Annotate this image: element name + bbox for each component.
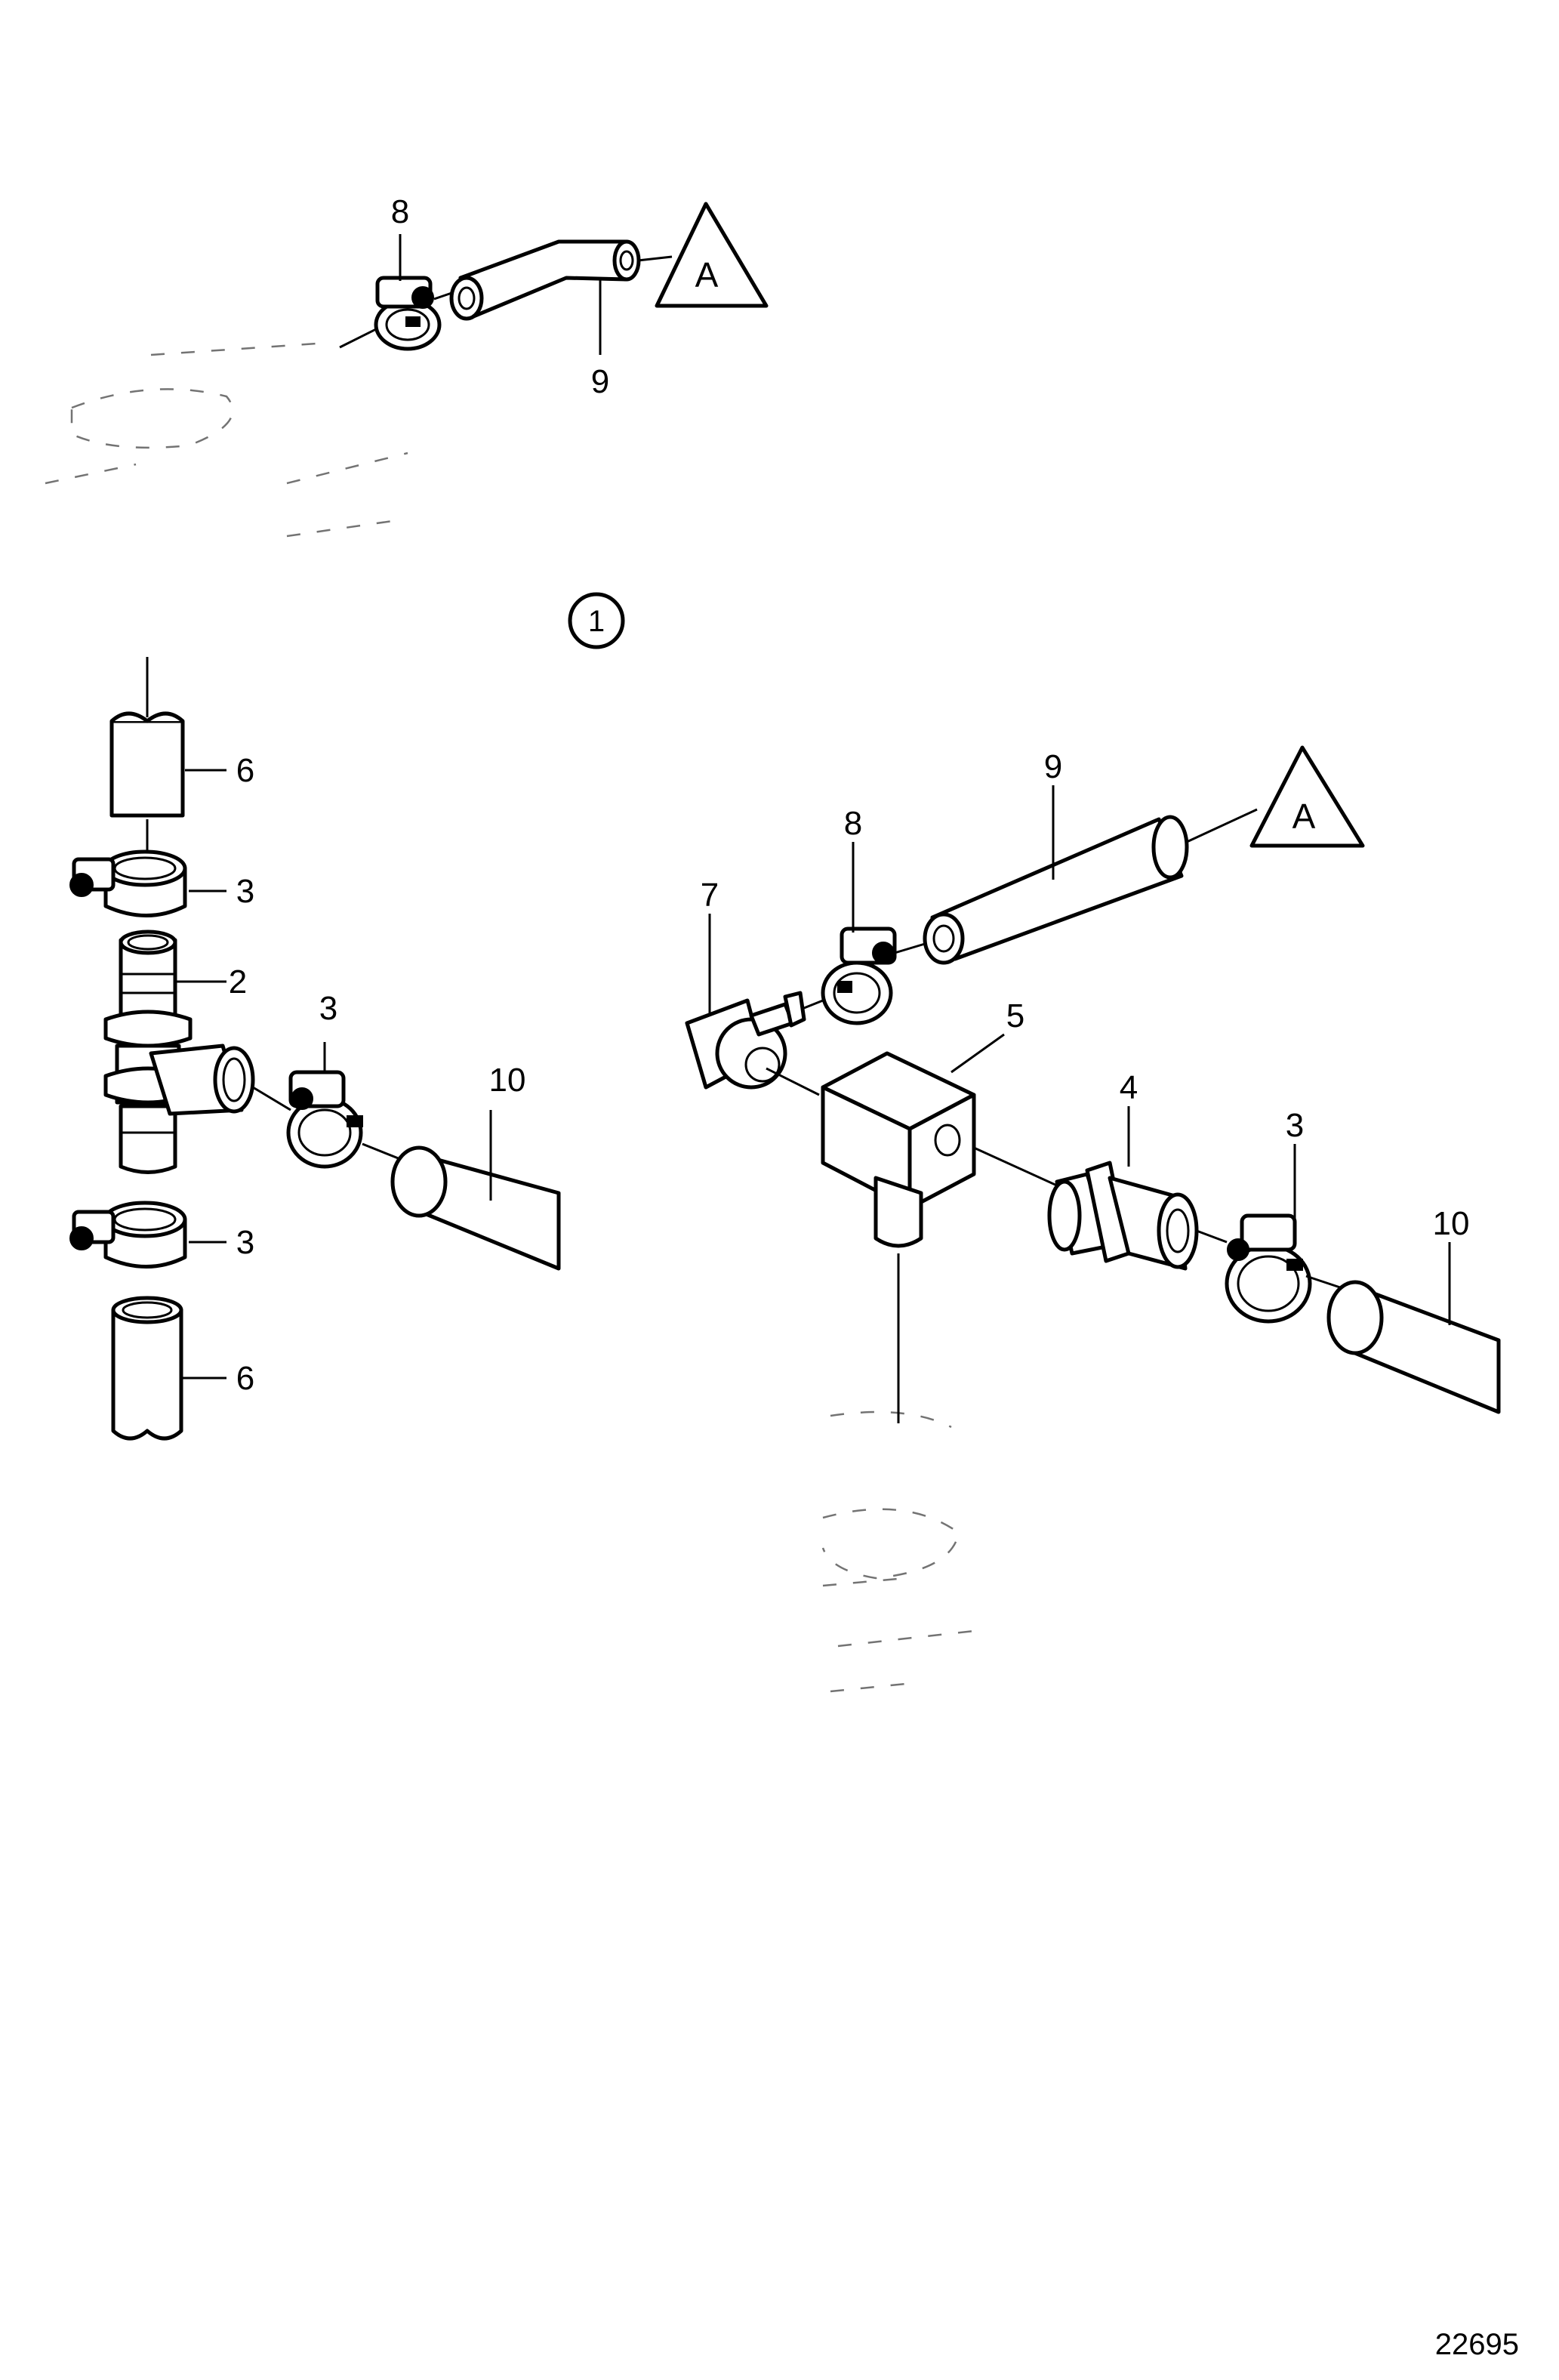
callout-5: 5: [1006, 997, 1024, 1034]
hose-clamp-right-8: [821, 926, 926, 1025]
distribution-block-5: [821, 1051, 976, 1248]
callout-10-left: 10: [489, 1062, 526, 1099]
callout-4: 4: [1120, 1069, 1138, 1106]
callout-8-right: 8: [844, 805, 862, 842]
top-assembly: A: [45, 202, 769, 538]
figure-id: 22695: [1435, 2328, 1519, 2361]
hose-clamp-left-lower: [69, 1201, 187, 1269]
callout-3-right: 3: [1286, 1107, 1304, 1144]
view-number-marker: 1: [568, 592, 625, 649]
left-assembly: [69, 657, 561, 1441]
hose-10-right: [1326, 1280, 1501, 1414]
elbow-fitting-7: [685, 991, 824, 1090]
hose-clamp-top: [339, 276, 461, 351]
triangle-label-top: A: [695, 255, 719, 294]
callout-9-top: 9: [591, 363, 609, 400]
ghost-outline-top: [45, 342, 408, 538]
callout-9-right: 9: [1044, 748, 1062, 785]
hose-lower-6: [111, 1296, 183, 1441]
callout-2: 2: [229, 963, 247, 1000]
ghost-outline-right: [821, 1410, 975, 1693]
reference-triangle-right: A: [1249, 745, 1365, 848]
reference-triangle-top: A: [655, 202, 769, 308]
view-number: 1: [588, 605, 605, 638]
t-piece-connector: [103, 929, 255, 1174]
bent-hose-top: [449, 239, 673, 321]
callout-3-left-mid: 3: [319, 990, 337, 1027]
right-assembly: A: [685, 745, 1501, 1693]
callout-10-right: 10: [1433, 1205, 1470, 1242]
hose-10-left: [362, 1142, 561, 1271]
triangle-label-right: A: [1292, 797, 1316, 836]
hose-upper-6: [109, 711, 185, 818]
hose-9-right: [923, 808, 1258, 965]
hose-clamp-left-mid: [252, 1070, 363, 1169]
connector-nipple-4: [1047, 1161, 1228, 1271]
callout-3-left-lower: 3: [236, 1224, 254, 1261]
hose-clamp-right-3: [1225, 1213, 1341, 1324]
callout-3-left-upper: 3: [236, 873, 254, 910]
callout-8-top: 8: [391, 193, 409, 230]
callout-7: 7: [701, 877, 719, 914]
hose-clamp-left-upper: [69, 849, 187, 917]
callout-6-upper: 6: [236, 752, 254, 789]
callout-labels: 8 9 6 3 2 3 10 3 6 9 8 7 5 4 3 10: [229, 193, 1470, 1397]
callout-6-lower: 6: [236, 1360, 254, 1397]
